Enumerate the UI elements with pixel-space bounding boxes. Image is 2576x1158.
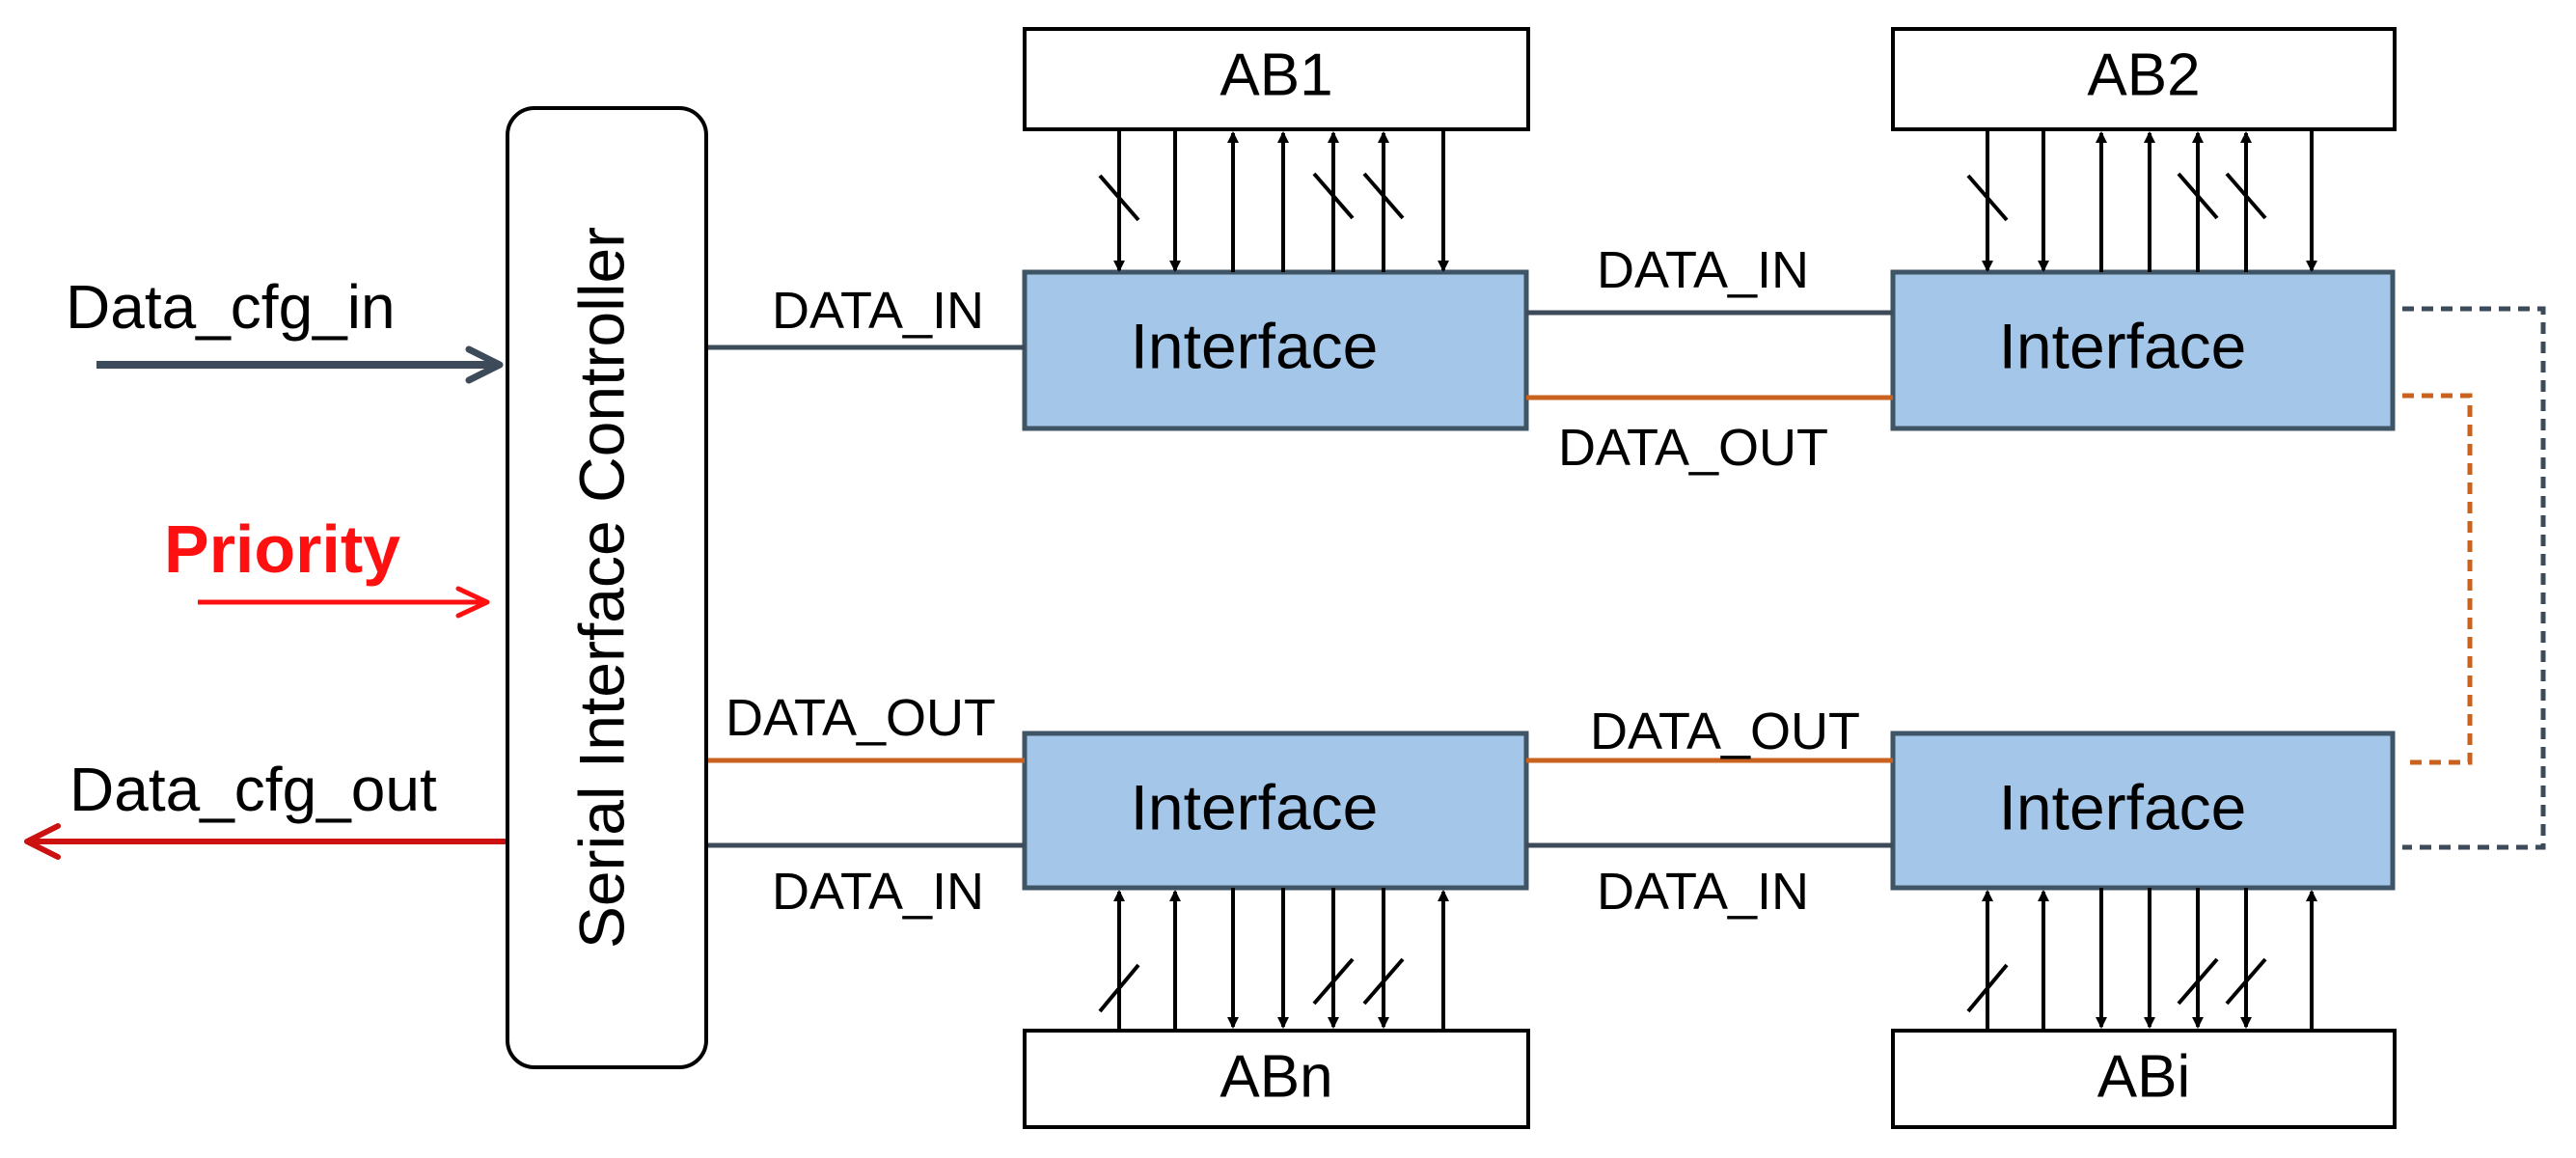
abi-bus-slash-2 [2177, 957, 2219, 1006]
abi-label: ABi [2097, 1043, 2190, 1110]
ab1-label: AB1 [1219, 41, 1332, 108]
ctrl-ifn-data-out-label: DATA_OUT [726, 689, 996, 747]
controller-label: Serial Interface Controller [565, 227, 637, 949]
data-in-loop-dashed [2402, 306, 2546, 850]
abn-label: ABn [1219, 1043, 1332, 1110]
data-out-loop-dashed [2402, 393, 2473, 765]
ab2-bus-slash-1 [1966, 174, 2009, 222]
interface-bottom-left [1022, 731, 1529, 891]
abn-bus-slash-3 [1362, 957, 1405, 1006]
if1-if2-data-out-label: DATA_OUT [1558, 419, 1828, 477]
interface-bottom-right-label: Interface [1999, 771, 2247, 842]
ctrl-ifn-data-in-label: DATA_IN [772, 863, 984, 921]
interface-top-left [1022, 269, 1529, 431]
ab2-bus-slash-2 [2177, 172, 2219, 220]
interface-top-left-label: Interface [1131, 310, 1379, 381]
ab1-bus-slash-1 [1098, 174, 1140, 222]
ab1-block [1023, 27, 1530, 131]
ab1-bus-slash-2 [1312, 172, 1355, 220]
ifn-ifi-data-out-label: DATA_OUT [1590, 703, 1860, 760]
interface-top-right-label: Interface [1999, 310, 2247, 381]
ab2-label: AB2 [2087, 41, 2200, 108]
ab1-bus-slash-3 [1362, 172, 1405, 220]
serial-interface-controller [506, 106, 708, 1069]
interface-top-right [1890, 269, 2396, 431]
ctrl-to-if1-data-in-label: DATA_IN [772, 282, 984, 340]
abn-bus-slash-2 [1312, 957, 1355, 1006]
abn-block [1023, 1029, 1530, 1129]
abi-block [1891, 1029, 2397, 1129]
interface-bottom-left-label: Interface [1131, 771, 1379, 842]
interface-bottom-right [1890, 731, 2396, 891]
abn-bus-slash-1 [1098, 963, 1140, 1013]
if1-to-if2-data-in-label: DATA_IN [1597, 241, 1809, 299]
abi-bus-slash-3 [2225, 957, 2267, 1006]
ab2-block [1891, 27, 2397, 131]
ab2-bus-slash-3 [2225, 172, 2267, 220]
ifn-ifi-data-in-label: DATA_IN [1597, 863, 1809, 921]
data-cfg-in-label: Data_cfg_in [66, 272, 396, 342]
abi-bus-slash-1 [1966, 963, 2009, 1013]
data-cfg-out-label: Data_cfg_out [69, 755, 437, 824]
priority-label: Priority [164, 511, 400, 587]
